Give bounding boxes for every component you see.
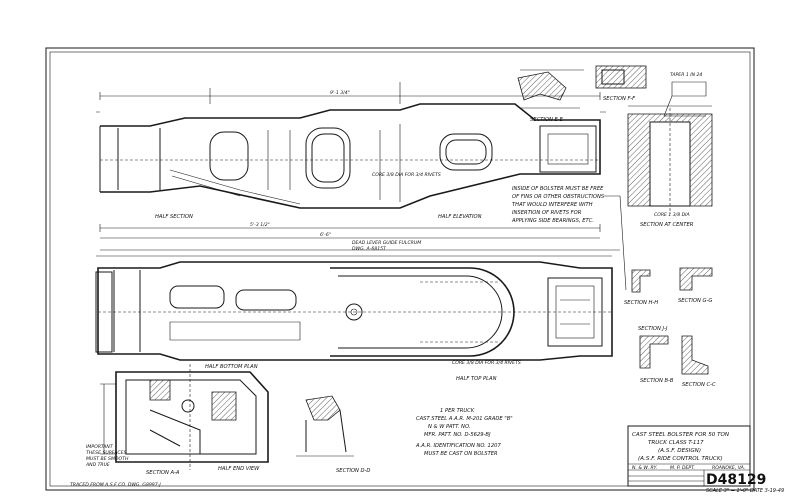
title-line-3: (A.S.F. DESIGN)	[658, 448, 701, 454]
section-cc	[681, 335, 709, 375]
view-label-section-aa: SECTION A-A	[146, 470, 180, 476]
view-label-half-end-view: HALF END VIEW	[218, 466, 260, 472]
section-bb	[639, 335, 669, 369]
svg-text:MUST BE CAST ON BOLSTER: MUST BE CAST ON BOLSTER	[424, 451, 498, 457]
inner-border	[49, 51, 751, 487]
title-line-4: (A.S.F. RIDE CONTROL TRUCK)	[638, 456, 723, 462]
view-label-half-section: HALF SECTION	[155, 214, 193, 220]
section-hh	[631, 269, 651, 293]
view-label-section-ff: SECTION F-F	[603, 96, 636, 102]
view-label-section-bb: SECTION B-B	[640, 378, 674, 384]
svg-text:IMPORTANT: IMPORTANT	[86, 444, 114, 450]
dim-centers: 6'-6"	[320, 232, 331, 238]
note-taper: TAPER 1 IN 24	[670, 72, 702, 78]
dim-overall: 9'-1 3/4"	[330, 90, 350, 96]
spec-notes: 1 PER TRUCK CAST STEEL A.A.R. M-201 GRAD…	[415, 408, 513, 457]
view-label-section-jj: SECTION J-J	[638, 326, 668, 332]
svg-text:INSERTION OF RIVETS FOR: INSERTION OF RIVETS FOR	[512, 210, 582, 216]
elevation-view	[96, 82, 620, 251]
note-dead-lever-1: DEAD LEVER GUIDE FULCRUM	[352, 240, 421, 246]
section-at-center	[627, 105, 713, 214]
title-line-1: CAST STEEL BOLSTER FOR 50 TON	[632, 432, 730, 438]
title-line-2: TRUCK CLASS T-117	[648, 440, 704, 446]
department: M. P. DEPT.	[670, 465, 695, 471]
svg-text:THAT WOULD INTERFERE WITH: THAT WOULD INTERFERE WITH	[512, 202, 593, 208]
view-label-section-dd: SECTION D-D	[336, 468, 370, 474]
view-label-section-gg: SECTION G-G	[678, 298, 712, 304]
plan-view	[95, 255, 613, 361]
note-core-rivets-top: CORE 3/8 DIA FOR 3/4 RIVETS	[372, 172, 441, 178]
important-note: IMPORTANT THESE SURFACES MUST BE SMOOTH …	[85, 444, 129, 468]
city: ROANOKE, VA.	[712, 465, 745, 471]
section-ff	[595, 65, 647, 89]
date-text: DATE 3-19-49	[749, 488, 785, 494]
view-label-section-hh: SECTION H-H	[624, 300, 658, 306]
svg-text:A.A.R. IDENTIFICATION NO. 1207: A.A.R. IDENTIFICATION NO. 1207	[415, 443, 501, 449]
company-name: N. & W. RY.	[632, 465, 658, 471]
svg-text:AND TRUE: AND TRUE	[85, 462, 110, 468]
view-label-section-cc: SECTION C-C	[682, 382, 716, 388]
note-core-dia: CORE 1 3/8 DIA	[654, 212, 690, 218]
view-label-half-top-plan: HALF TOP PLAN	[456, 376, 497, 382]
svg-text:INSIDE OF BOLSTER MUST BE FREE: INSIDE OF BOLSTER MUST BE FREE	[512, 186, 604, 192]
view-label-section-ee: SECTION E-E	[530, 117, 564, 123]
section-dd	[296, 395, 354, 457]
half-end-view	[100, 364, 269, 470]
view-label-half-bottom-plan: HALF BOTTOM PLAN	[205, 364, 258, 370]
section-gg	[679, 267, 713, 291]
note-dead-lever-2: DWG. A-6815T	[352, 246, 387, 252]
svg-text:N & W PATT. NO.: N & W PATT. NO.	[428, 424, 470, 430]
svg-text:CAST STEEL A.A.R. M-201 GRADE: CAST STEEL A.A.R. M-201 GRADE "B"	[416, 416, 513, 422]
traced-from-note: TRACED FROM A.S.F CO. DWG. G8997-J	[70, 482, 161, 488]
svg-text:THESE SURFACES: THESE SURFACES	[86, 450, 127, 456]
note-core-rivets-plan: CORE 3/8 DIA FOR 3/4 RIVETS	[452, 360, 521, 366]
title-block[interactable]: CAST STEEL BOLSTER FOR 50 TON TRUCK CLAS…	[627, 425, 766, 488]
svg-text:MFR. PATT. NO. D-5629-BJ: MFR. PATT. NO. D-5629-BJ	[424, 432, 491, 438]
svg-text:MUST BE SMOOTH: MUST BE SMOOTH	[86, 456, 129, 462]
svg-text:1 PER TRUCK: 1 PER TRUCK	[440, 408, 475, 414]
inside-note: INSIDE OF BOLSTER MUST BE FREE OF FINS O…	[511, 186, 627, 291]
svg-text:OF FINS OR OTHER OBSTRUCTIONS: OF FINS OR OTHER OBSTRUCTIONS	[512, 194, 605, 200]
view-label-section-at-center: SECTION AT CENTER	[640, 222, 694, 228]
scale-text: SCALE 3" = 1'-0"	[706, 488, 749, 494]
sheet-border	[45, 47, 755, 491]
section-ee	[517, 69, 584, 109]
drawing-number: D48129	[706, 472, 766, 488]
view-label-half-elevation: HALF ELEVATION	[438, 214, 482, 220]
dim-span: 5'-3 1/2"	[250, 222, 270, 228]
title-block-meta: SCALE 3" = 1'-0" DATE 3-19-49	[706, 488, 784, 494]
svg-text:APPLYING SIDE BEARINGS, ETC.: APPLYING SIDE BEARINGS, ETC.	[511, 218, 594, 224]
